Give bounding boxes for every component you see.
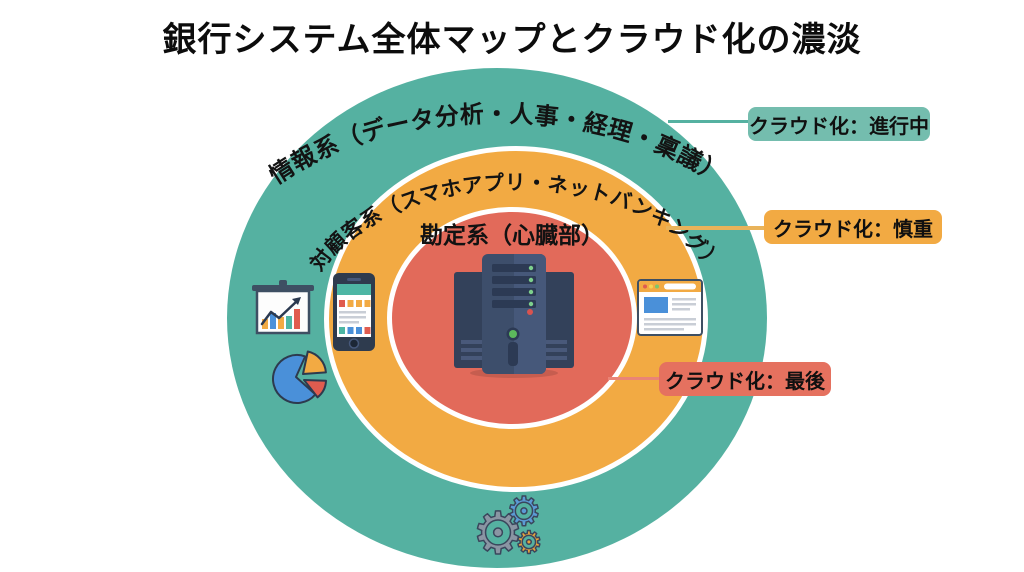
pie-chart-icon [272,350,327,404]
server-icon [454,254,574,378]
connector-line-middle [666,226,764,230]
badge-cloud-in-progress: クラウド化：進行中 [748,107,930,141]
ring-core-label: 勘定系（心臓部） [420,222,604,248]
connector-line-outer [668,120,748,123]
gear-orange-icon: ⚙ [514,525,543,561]
badge-cloud-last: クラウド化：最後 [659,362,831,396]
bar-chart-board-icon [252,280,314,335]
connector-line-core [608,377,659,380]
page-title: 銀行システム全体マップとクラウド化の濃淡 [162,21,862,59]
gear-gray-icon: ⚙ [471,499,525,567]
smartphone-icon [333,273,375,351]
badge-cloud-cautious: クラウド化：慎重 [764,210,942,244]
gear-blue-icon: ⚙ [505,489,542,535]
browser-window-icon [637,279,703,336]
